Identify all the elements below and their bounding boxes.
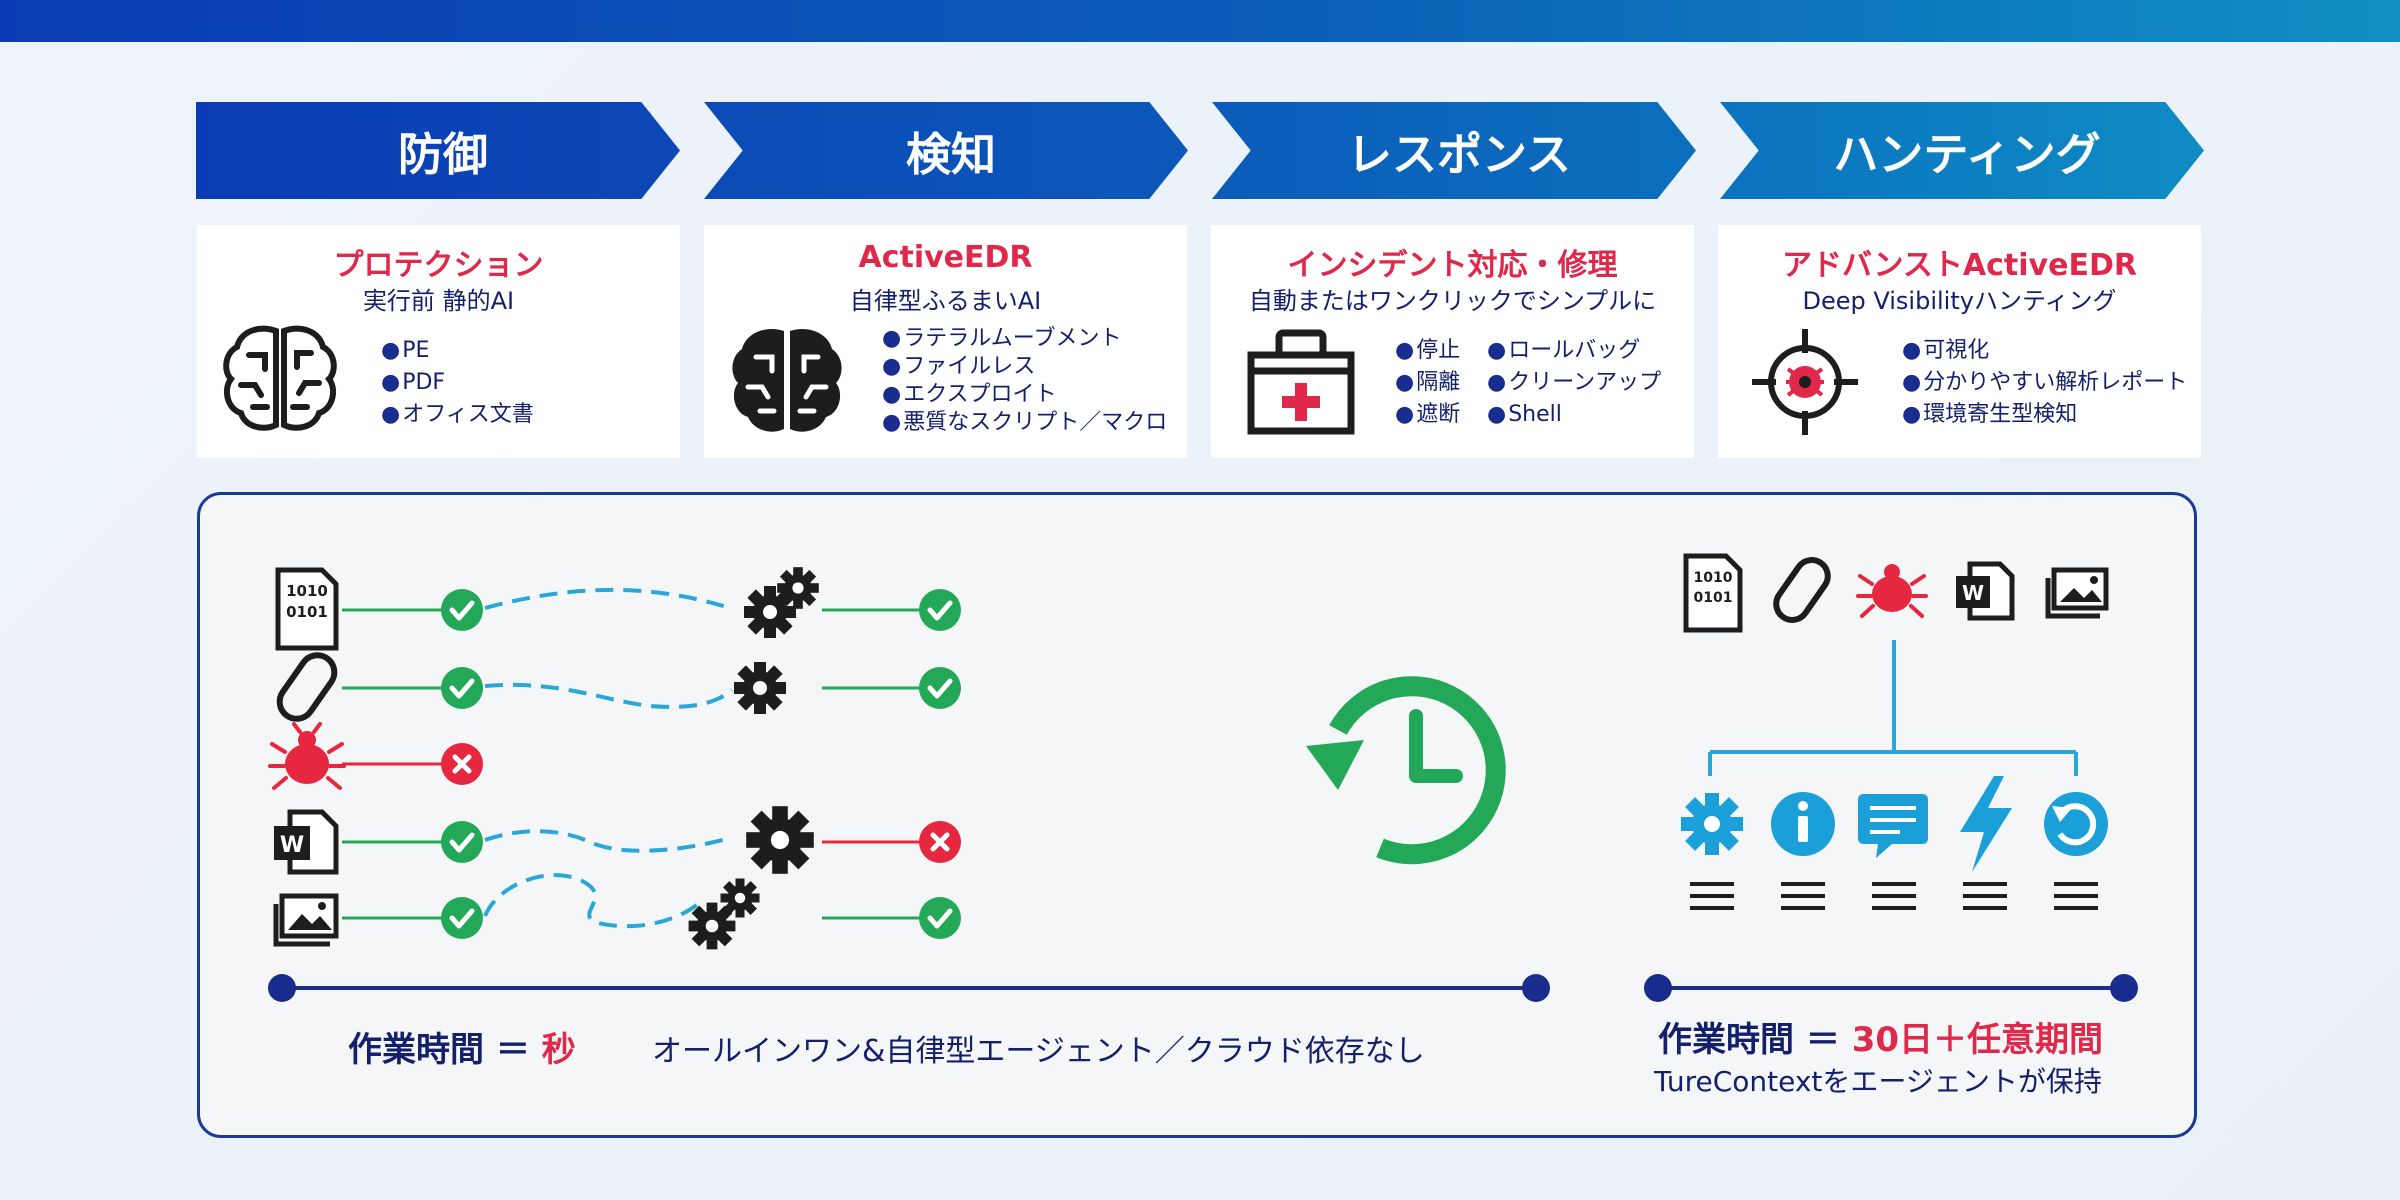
- card-title: プロテクション: [333, 248, 544, 283]
- lightning-icon: [1960, 776, 2012, 872]
- dashed-path: [484, 587, 731, 610]
- check-icon: [441, 667, 483, 709]
- list-item: PE: [381, 335, 534, 367]
- svg-text:W: W: [1962, 581, 1984, 605]
- cross-icon: [919, 821, 961, 863]
- right-time-label: 作業時間 ＝ 30日＋任意期間: [1658, 1012, 2103, 1061]
- card-subtitle: 自動またはワンクリックでシンプルに: [1248, 287, 1657, 315]
- card-items: 可視化 分かりやすい解析レポート 環境寄生型検知: [1902, 335, 2187, 431]
- card-items: PE PDF オフィス文書: [381, 335, 534, 431]
- card-activeedr: ActiveEDR 自律型ふるまいAI ラテラルムーブメント ファイルレス エク…: [704, 225, 1187, 458]
- first-aid-kit-icon: [1247, 329, 1355, 435]
- timeline-right: [1644, 974, 2138, 1002]
- dashed-path: [484, 829, 731, 853]
- card-incident-response: インシデント対応・修理 自動またはワンクリックでシンプルに 停止 隔離 遮断 ロ…: [1211, 225, 1694, 458]
- image-file-icon: [2045, 567, 2109, 619]
- dashed-path: [483, 873, 702, 929]
- bug-icon: [268, 722, 346, 790]
- time-label: 作業時間 ＝: [1658, 1020, 1852, 1060]
- cross-icon: [441, 743, 483, 785]
- word-document-icon: W: [1956, 561, 2015, 621]
- binary-file-icon: 1010 0101: [1683, 553, 1743, 633]
- gear-icon: [734, 662, 786, 714]
- stage-arrow-defense: 防御: [196, 102, 680, 199]
- pill-icon: [1773, 557, 1831, 623]
- card-items-left: 停止 隔離 遮断: [1395, 335, 1460, 431]
- check-icon: [919, 589, 961, 631]
- stage-arrow-detection: 検知: [704, 102, 1188, 199]
- pill-icon: [276, 652, 338, 722]
- history-icon: [1306, 676, 1506, 865]
- card-advanced-activeedr: アドバンストActiveEDR Deep Visibilityハンティング 可視…: [1718, 225, 2201, 458]
- svg-text:1010: 1010: [286, 582, 328, 600]
- list-item: 可視化: [1902, 335, 2187, 367]
- image-file-icon: [273, 893, 339, 947]
- binary-file-icon: 1010 0101: [275, 567, 339, 651]
- brain-icon: [732, 329, 842, 432]
- left-time-label: 作業時間 ＝ 秒: [348, 1022, 576, 1071]
- list-item: PDF: [381, 367, 534, 399]
- gear-icon: [746, 806, 814, 874]
- card-subtitle: 実行前 静的AI: [362, 287, 515, 315]
- list-item: 環境寄生型検知: [1902, 399, 2187, 431]
- list-item: エクスプロイト: [882, 381, 1167, 409]
- crosshair-bug-icon: [1752, 329, 1858, 435]
- card-items: ラテラルムーブメント ファイルレス エクスプロイト 悪質なスクリプト／マクロ: [882, 325, 1167, 437]
- list-item: 隔離: [1395, 367, 1460, 399]
- card-title: アドバンストActiveEDR: [1782, 248, 2137, 283]
- timeline-left: [268, 974, 1550, 1002]
- workflow-panel: [197, 492, 2197, 1138]
- list-item: ロールバッグ: [1487, 335, 1661, 367]
- svg-text:W: W: [280, 833, 304, 858]
- brain-icon: [223, 325, 337, 431]
- check-icon: [919, 667, 961, 709]
- gear-icon: [1681, 793, 1743, 855]
- list-item: クリーンアップ: [1487, 367, 1661, 399]
- list-item: オフィス文書: [381, 399, 534, 431]
- card-items-right: ロールバッグ クリーンアップ Shell: [1487, 335, 1661, 431]
- card-subtitle: Deep Visibilityハンティング: [1802, 287, 2117, 315]
- list-item: 遮断: [1395, 399, 1460, 431]
- gears-icon: [688, 878, 760, 950]
- bug-icon: [1856, 564, 1928, 618]
- gears-icon: [744, 567, 819, 638]
- menu-lines: [1690, 882, 2098, 910]
- card-title: インシデント対応・修理: [1287, 248, 1618, 283]
- check-icon: [441, 897, 483, 939]
- refresh-icon: [2044, 792, 2108, 856]
- left-description: オールインワン&自律型エージェント／クラウド依存なし: [652, 1034, 1425, 1069]
- dashed-path: [484, 682, 734, 709]
- svg-text:0101: 0101: [1694, 590, 1733, 606]
- check-icon: [919, 897, 961, 939]
- right-description: TureContextをエージェントが保持: [1654, 1065, 2102, 1098]
- time-label: 作業時間 ＝: [348, 1030, 542, 1070]
- stage-arrow-hunting: ハンティング: [1720, 102, 2204, 199]
- svg-text:0101: 0101: [286, 603, 328, 621]
- stage-label: レスポンス: [1346, 128, 1572, 181]
- check-icon: [441, 821, 483, 863]
- word-document-icon: W: [274, 809, 339, 875]
- card-protection: プロテクション 実行前 静的AI PE PDF オフィス文書: [197, 225, 680, 458]
- top-banner: [0, 0, 2400, 42]
- svg-text:1010: 1010: [1694, 570, 1733, 586]
- list-item: 悪質なスクリプト／マクロ: [882, 409, 1167, 437]
- check-icon: [441, 589, 483, 631]
- chat-icon: [1858, 794, 1928, 858]
- stage-label: 防御: [397, 128, 488, 181]
- list-item: 分かりやすい解析レポート: [1902, 367, 2187, 399]
- card-title: ActiveEDR: [858, 240, 1033, 275]
- time-value: 30日＋任意期間: [1851, 1020, 2104, 1060]
- list-item: 停止: [1395, 335, 1460, 367]
- list-item: ファイルレス: [882, 353, 1167, 381]
- stage-label: 検知: [905, 128, 996, 181]
- info-icon: [1771, 792, 1835, 856]
- list-item: ラテラルムーブメント: [882, 325, 1167, 353]
- tree-connector: [1708, 640, 2078, 776]
- time-value: 秒: [541, 1030, 576, 1070]
- stage-label: ハンティング: [1833, 128, 2101, 181]
- card-subtitle: 自律型ふるまいAI: [849, 287, 1042, 315]
- stage-arrow-response: レスポンス: [1212, 102, 1696, 199]
- list-item: Shell: [1487, 399, 1661, 431]
